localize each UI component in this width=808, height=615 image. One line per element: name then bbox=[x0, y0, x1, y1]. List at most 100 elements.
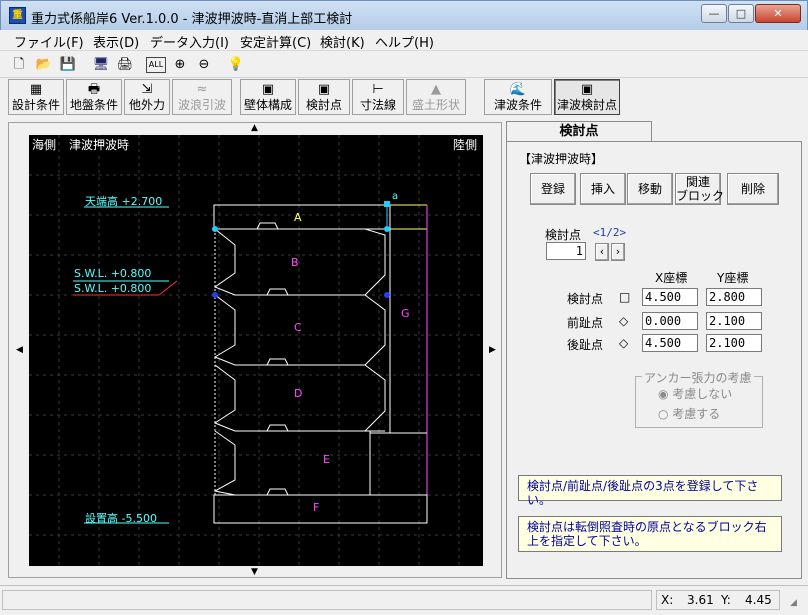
coordinate-readout: X: 3.61 Y: 4.45 bbox=[656, 590, 780, 610]
x-coord-header: X座標 bbox=[655, 271, 688, 285]
minimize-button[interactable]: — bbox=[701, 4, 727, 23]
grid-icon: ▦ bbox=[29, 82, 43, 97]
check-point-button[interactable]: ▣検討点 bbox=[298, 79, 350, 115]
force-arrow-icon: ⇲ bbox=[141, 82, 153, 97]
scroll-right-arrow-icon[interactable]: ▶ bbox=[489, 345, 496, 355]
front-toe-y-field[interactable]: 2.100 bbox=[706, 312, 762, 330]
y-coord-header: Y座標 bbox=[717, 271, 749, 285]
menu-stability[interactable]: 安定計算(C) bbox=[240, 36, 312, 51]
wave-icon: ≈ bbox=[196, 82, 208, 97]
anchor-radio-off[interactable]: ◉ 考慮しない bbox=[658, 387, 733, 401]
block-label-g: G bbox=[401, 307, 410, 320]
square-marker-icon: □ bbox=[619, 290, 631, 304]
zoom-out-icon[interactable]: ⊖ bbox=[198, 57, 210, 72]
next-point-button[interactable]: › bbox=[611, 243, 625, 261]
tsunami-conditions-button[interactable]: 🌊津波条件 bbox=[484, 79, 552, 115]
point-number-field[interactable]: 1 bbox=[546, 242, 586, 260]
status-bar: X: 3.61 Y: 4.45 ◢ bbox=[0, 585, 808, 615]
block-icon: ▣ bbox=[317, 82, 331, 97]
printer-stack-icon: 🖶 bbox=[87, 82, 101, 97]
menu-view[interactable]: 表示(D) bbox=[93, 36, 140, 51]
base-level-label: 設置高 -5.500 bbox=[85, 512, 157, 525]
block-label-c: C bbox=[294, 321, 302, 334]
block-label-e: E bbox=[323, 453, 330, 466]
point-label-a: a bbox=[392, 191, 399, 202]
check-point-y-field[interactable]: 2.800 bbox=[706, 288, 762, 306]
swl-label-1: S.W.L. +0.800 bbox=[74, 267, 152, 280]
block-label-b: B bbox=[291, 256, 299, 269]
help-bulb-icon[interactable]: 💡 bbox=[227, 57, 245, 72]
ground-conditions-button[interactable]: 🖶地盤条件 bbox=[66, 79, 122, 115]
embankment-icon: ▲ bbox=[431, 82, 441, 97]
check-point-x-field[interactable]: 4.500 bbox=[642, 288, 698, 306]
scroll-up-arrow-icon[interactable]: ▲ bbox=[251, 123, 258, 133]
block-label-f: F bbox=[313, 501, 320, 514]
standard-toolbar: 🗋 📂 💾 🖥 🖨 ALL ⊕ ⊖ 💡 bbox=[0, 51, 808, 78]
sea-side-label: 海側 bbox=[32, 136, 57, 153]
other-forces-button[interactable]: ⇲他外力 bbox=[124, 79, 170, 115]
embankment-button[interactable]: ▲盛土形状 bbox=[406, 79, 466, 115]
scroll-left-arrow-icon[interactable]: ◀ bbox=[16, 345, 23, 355]
function-toolbar: ▦設計条件 🖶地盤条件 ⇲他外力 ≈波浪引波 ▣壁体構成 ▣検討点 ⊢寸法線 ▲… bbox=[0, 78, 808, 118]
new-file-icon[interactable]: 🗋 bbox=[13, 57, 25, 72]
menu-file[interactable]: ファイル(F) bbox=[14, 36, 84, 51]
menu-check[interactable]: 検討(K) bbox=[320, 36, 365, 51]
menu-help[interactable]: ヘルプ(H) bbox=[375, 36, 434, 51]
monitor-icon[interactable]: 🖥 bbox=[92, 57, 110, 72]
close-button[interactable]: ✕ bbox=[755, 4, 801, 23]
insert-button[interactable]: 挿入 bbox=[580, 173, 626, 205]
design-conditions-button[interactable]: ▦設計条件 bbox=[8, 79, 64, 115]
diamond-marker-icon: ◇ bbox=[619, 336, 629, 350]
cad-drawing bbox=[29, 135, 483, 566]
row-label-rear-toe: 後趾点 bbox=[567, 338, 604, 352]
instruction-message-1: 検討点/前趾点/後趾点の3点を登録して下さい。 bbox=[518, 475, 782, 507]
prev-point-button[interactable]: ‹ bbox=[595, 243, 609, 261]
tab-check-point[interactable]: 検討点 bbox=[506, 121, 652, 143]
case-label: 津波押波時 bbox=[69, 136, 130, 153]
all-icon[interactable]: ALL bbox=[146, 57, 166, 73]
open-folder-icon[interactable]: 📂 bbox=[35, 57, 53, 72]
menu-bar: ファイル(F) 表示(D) データ入力(I) 安定計算(C) 検討(K) ヘルプ… bbox=[0, 30, 808, 51]
instruction-message-2: 検討点は転倒照査時の原点となるブロック右上を指定して下さい。 bbox=[518, 516, 782, 552]
front-toe-x-field[interactable]: 0.000 bbox=[642, 312, 698, 330]
check-point-panel: 【津波押波時】 登録 挿入 移動 関連 ブロック 削除 検討点 <1/2> 1 … bbox=[506, 141, 802, 579]
crown-level-label: 天端高 +2.700 bbox=[85, 195, 163, 208]
title-bar: 重 重力式係船岸6 Ver.1.0.0 - 津波押波時-直消上部工検討 — □ … bbox=[0, 0, 808, 30]
zoom-in-icon[interactable]: ⊕ bbox=[174, 57, 186, 72]
rear-toe-x-field[interactable]: 4.500 bbox=[642, 334, 698, 352]
land-side-label: 陸側 bbox=[453, 136, 478, 153]
scroll-down-arrow-icon[interactable]: ▼ bbox=[251, 567, 258, 577]
menu-data-input[interactable]: データ入力(I) bbox=[150, 36, 229, 51]
swl-label-2: S.W.L. +0.800 bbox=[74, 282, 152, 295]
block-label-a: A bbox=[294, 211, 302, 224]
status-message bbox=[2, 590, 652, 610]
dimension-icon: ⊢ bbox=[372, 82, 384, 97]
case-heading: 【津波押波時】 bbox=[519, 152, 604, 166]
tsunami-icon: 🌊 bbox=[509, 82, 527, 97]
point-label: 検討点 bbox=[545, 228, 582, 242]
anchor-radio-on[interactable]: ○ 考慮する bbox=[658, 407, 721, 421]
wall-structure-button[interactable]: ▣壁体構成 bbox=[240, 79, 296, 115]
tsunami-check-point-button[interactable]: ▣津波検討点 bbox=[554, 79, 620, 115]
delete-button[interactable]: 削除 bbox=[727, 173, 779, 205]
maximize-button[interactable]: □ bbox=[728, 4, 754, 23]
register-button[interactable]: 登録 bbox=[530, 173, 576, 205]
window-title: 重力式係船岸6 Ver.1.0.0 - 津波押波時-直消上部工検討 bbox=[31, 12, 353, 27]
move-button[interactable]: 移動 bbox=[627, 173, 673, 205]
block-icon: ▣ bbox=[261, 82, 275, 97]
app-icon: 重 bbox=[9, 7, 26, 24]
anchor-group-box: アンカー張力の考慮 ◉ 考慮しない ○ 考慮する bbox=[635, 369, 763, 428]
wave-button[interactable]: ≈波浪引波 bbox=[172, 79, 232, 115]
row-label-check-point: 検討点 bbox=[567, 292, 604, 306]
cad-canvas[interactable]: 海側 津波押波時 陸側 天端高 +2.700 S.W.L. +0.800 S.W… bbox=[29, 135, 483, 566]
printer-icon[interactable]: 🖨 bbox=[116, 57, 134, 72]
point-page: <1/2> bbox=[593, 226, 627, 239]
block-icon: ▣ bbox=[580, 82, 594, 97]
save-disk-icon[interactable]: 💾 bbox=[59, 57, 77, 72]
block-label-d: D bbox=[294, 387, 303, 400]
resize-grip-icon[interactable]: ◢ bbox=[790, 598, 797, 608]
rear-toe-y-field[interactable]: 2.100 bbox=[706, 334, 762, 352]
related-block-button[interactable]: 関連 ブロック bbox=[675, 173, 725, 205]
dimension-line-button[interactable]: ⊢寸法線 bbox=[352, 79, 404, 115]
anchor-group-title: アンカー張力の考慮 bbox=[642, 369, 754, 386]
